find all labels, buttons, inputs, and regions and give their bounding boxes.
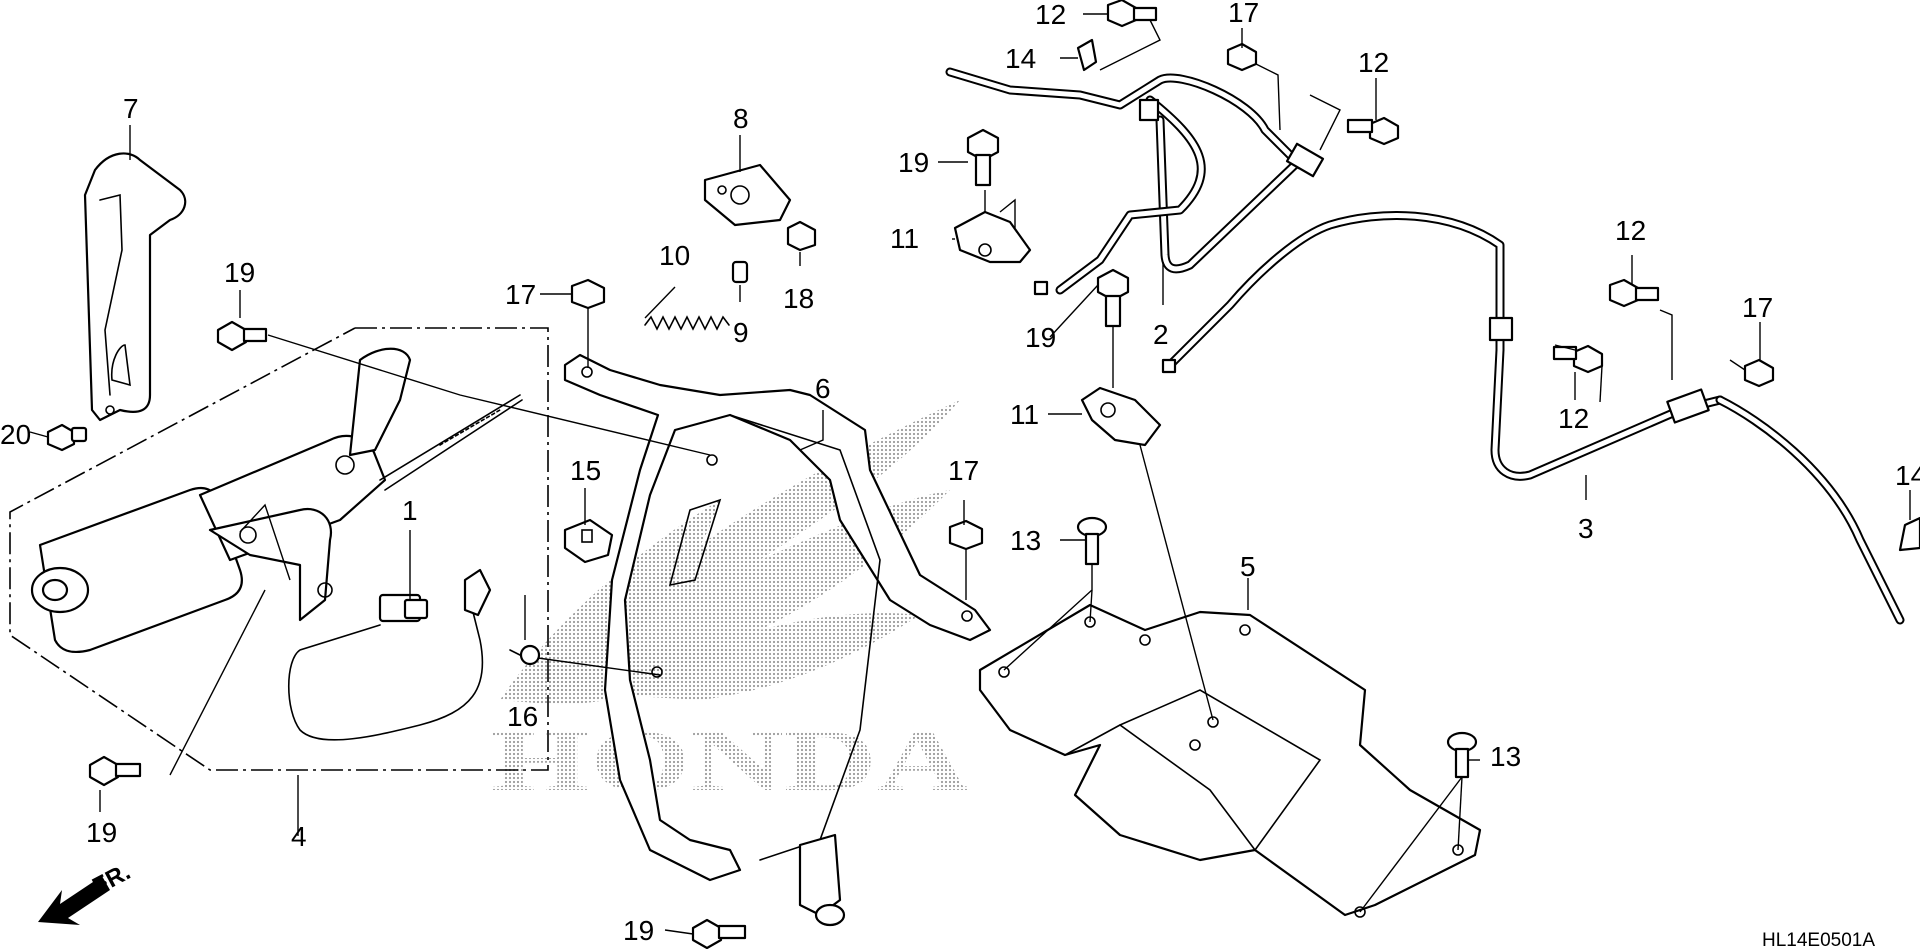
part-10-spring bbox=[644, 315, 730, 331]
part-8-clamp bbox=[703, 163, 792, 227]
callout-19: 19 bbox=[898, 147, 929, 178]
callout-9: 9 bbox=[733, 317, 749, 348]
callout-12: 12 bbox=[1615, 215, 1646, 246]
callout-20: 20 bbox=[0, 419, 31, 450]
leader-lines bbox=[29, 13, 1911, 935]
part-2-cable bbox=[945, 67, 1325, 296]
callout-12: 12 bbox=[1358, 47, 1389, 78]
part-6-bracket bbox=[563, 353, 992, 927]
callout-17: 17 bbox=[948, 455, 979, 486]
part-13-screw-b bbox=[1446, 731, 1478, 779]
callout-5: 5 bbox=[1240, 551, 1256, 582]
callout-10: 10 bbox=[659, 240, 690, 271]
callout-14: 14 bbox=[1895, 460, 1920, 491]
part-17-nut-b bbox=[948, 519, 984, 551]
part-12-bolt-c bbox=[1552, 344, 1604, 374]
part-12-bolt-d bbox=[1608, 278, 1660, 308]
part-3-cable bbox=[1161, 211, 1905, 625]
part-18-nut bbox=[786, 220, 817, 252]
part-17-nut-d bbox=[1743, 358, 1775, 388]
callout-18: 18 bbox=[783, 283, 814, 314]
callout-19: 19 bbox=[224, 257, 255, 288]
callout-19: 19 bbox=[86, 817, 117, 848]
callout-12: 12 bbox=[1558, 403, 1589, 434]
callout-19: 19 bbox=[623, 915, 654, 946]
part-12-bolt-b bbox=[1346, 116, 1400, 146]
callout-17: 17 bbox=[1742, 292, 1773, 323]
callout-2: 2 bbox=[1153, 319, 1169, 350]
part-14-clip-b bbox=[1898, 516, 1920, 552]
callout-19: 19 bbox=[1025, 322, 1056, 353]
part-19-bolt-center-b bbox=[1096, 268, 1130, 328]
callout-4: 4 bbox=[291, 821, 307, 852]
part-1-switch-harness bbox=[287, 568, 492, 741]
part-11-holder-b bbox=[1080, 386, 1162, 447]
part-19-bolt-top bbox=[216, 320, 268, 352]
callout-7: 7 bbox=[123, 93, 139, 124]
callout-13: 13 bbox=[1010, 525, 1041, 556]
callout-11: 11 bbox=[890, 223, 919, 254]
callout-1: 1 bbox=[402, 495, 418, 526]
callout-16: 16 bbox=[507, 701, 538, 732]
part-11-holder-a bbox=[953, 210, 1032, 264]
part-7-grip-cover bbox=[83, 152, 187, 422]
part-19-bolt-bottom bbox=[88, 755, 142, 787]
front-direction-arrow: FR. bbox=[38, 858, 135, 925]
callout-14: 14 bbox=[1005, 43, 1036, 74]
honda-watermark-text: HONDA bbox=[490, 713, 970, 810]
part-15-clip bbox=[563, 518, 614, 564]
callout-11: 11 bbox=[1010, 399, 1039, 430]
part-17-nut-a bbox=[570, 278, 606, 310]
part-13-screw-a bbox=[1076, 516, 1108, 566]
callout-3: 3 bbox=[1578, 513, 1594, 544]
diagram-code: HL14E0501A bbox=[1762, 930, 1875, 949]
part-19-bolt-bracket bbox=[691, 918, 747, 949]
callout-13: 13 bbox=[1490, 741, 1521, 772]
callout-17: 17 bbox=[505, 279, 536, 310]
callout-6: 6 bbox=[815, 373, 831, 404]
part-5-floor-plate bbox=[978, 603, 1482, 918]
callout-8: 8 bbox=[733, 103, 749, 134]
callout-17: 17 bbox=[1228, 0, 1259, 28]
part-19-bolt-center-a bbox=[966, 128, 1000, 187]
callout-15: 15 bbox=[570, 455, 601, 486]
part-16-screw bbox=[509, 644, 541, 666]
callout-12: 12 bbox=[1035, 0, 1066, 30]
part-9-collar bbox=[731, 260, 749, 284]
part-14-clip-a bbox=[1076, 38, 1098, 72]
part-12-bolt-a bbox=[1106, 0, 1158, 28]
part-20-screw bbox=[46, 423, 88, 452]
